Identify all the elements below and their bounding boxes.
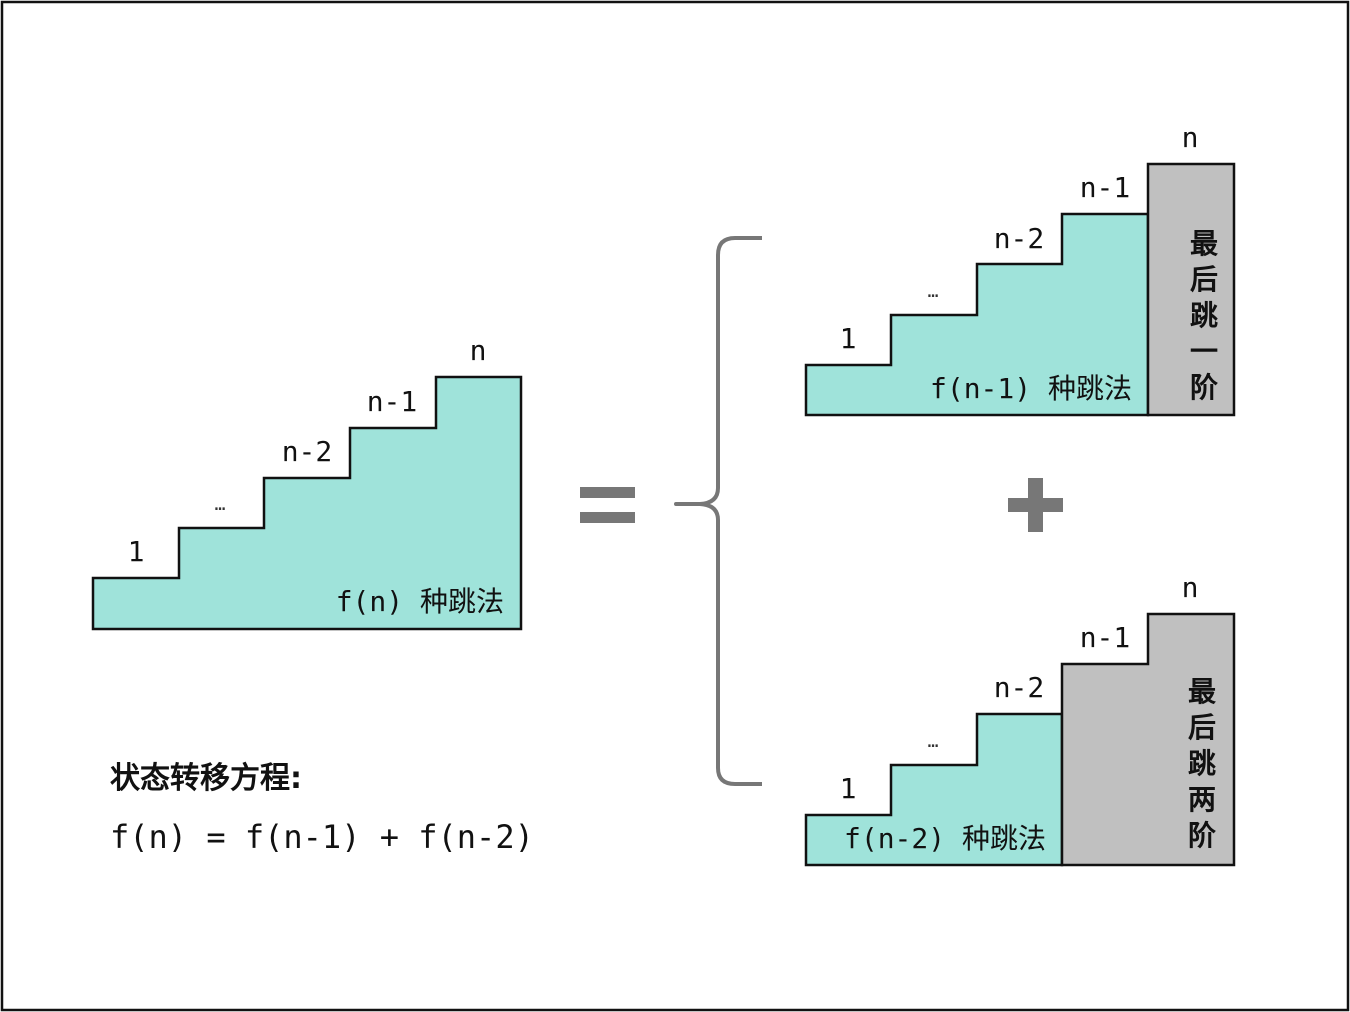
main-stair-shape bbox=[91, 375, 523, 631]
bottom-gray-char: 阶 bbox=[1188, 819, 1216, 852]
main-step-n-label: n bbox=[470, 334, 487, 367]
bottom-step-n2-label: n-2 bbox=[994, 671, 1045, 704]
equation-formula: f(n) = f(n-1) + f(n-2) bbox=[110, 818, 534, 856]
top-last-step-block bbox=[1146, 162, 1236, 417]
bottom-gray-char: 后 bbox=[1188, 711, 1216, 744]
top-step-n1-label: n-1 bbox=[1080, 171, 1131, 204]
bottom-step-1-label: 1 bbox=[840, 772, 857, 805]
bottom-gray-char: 两 bbox=[1188, 783, 1216, 816]
top-caption: f(n-1) 种跳法 bbox=[930, 372, 1132, 405]
top-gray-char: 跳 bbox=[1190, 299, 1218, 332]
bottom-step-n1-label: n-1 bbox=[1080, 621, 1131, 654]
equals-bar-bottom bbox=[580, 512, 635, 523]
equation-title: 状态转移方程: bbox=[110, 761, 302, 796]
main-step-1-label: 1 bbox=[128, 535, 145, 568]
bottom-caption: f(n-2) 种跳法 bbox=[844, 822, 1046, 855]
top-gray-char: 后 bbox=[1190, 263, 1218, 296]
bottom-staircase: 1 … n-2 n-1 n f(n-2) 种跳法 最 后 跳 两 阶 bbox=[804, 571, 1236, 867]
curly-brace bbox=[674, 236, 762, 786]
main-staircase: 1 … n-2 n-1 n f(n) 种跳法 bbox=[91, 334, 523, 631]
top-gray-char: 阶 bbox=[1190, 371, 1218, 404]
top-step-dots-label: … bbox=[928, 281, 941, 302]
top-gray-vertical-text: 最 后 跳 一 阶 bbox=[1190, 227, 1218, 404]
top-step-n2-label: n-2 bbox=[994, 222, 1045, 255]
bottom-gray-char: 最 bbox=[1188, 675, 1216, 708]
top-gray-char: 最 bbox=[1190, 227, 1218, 260]
bottom-step-n-label: n bbox=[1182, 571, 1199, 604]
main-caption: f(n) 种跳法 bbox=[336, 585, 504, 618]
plus-bar-vertical bbox=[1028, 478, 1043, 532]
top-step-n-label: n bbox=[1182, 121, 1199, 154]
bottom-step-dots-label: … bbox=[928, 731, 941, 752]
plus-sign bbox=[1008, 478, 1063, 532]
main-step-dots-label: … bbox=[215, 494, 228, 515]
main-step-n2-label: n-2 bbox=[282, 435, 333, 468]
equals-sign bbox=[580, 487, 635, 523]
equals-bar-top bbox=[580, 487, 635, 498]
bottom-gray-vertical-text: 最 后 跳 两 阶 bbox=[1188, 675, 1216, 852]
top-step-1-label: 1 bbox=[840, 322, 857, 355]
bottom-gray-char: 跳 bbox=[1188, 747, 1216, 780]
top-staircase: 1 … n-2 n-1 n f(n-1) 种跳法 最 后 跳 一 阶 bbox=[804, 121, 1236, 417]
bottom-last-two-steps-block bbox=[1060, 612, 1236, 867]
main-step-n1-label: n-1 bbox=[367, 385, 418, 418]
top-gray-char: 一 bbox=[1190, 335, 1218, 368]
state-transition-equation: 状态转移方程: f(n) = f(n-1) + f(n-2) bbox=[110, 761, 534, 856]
